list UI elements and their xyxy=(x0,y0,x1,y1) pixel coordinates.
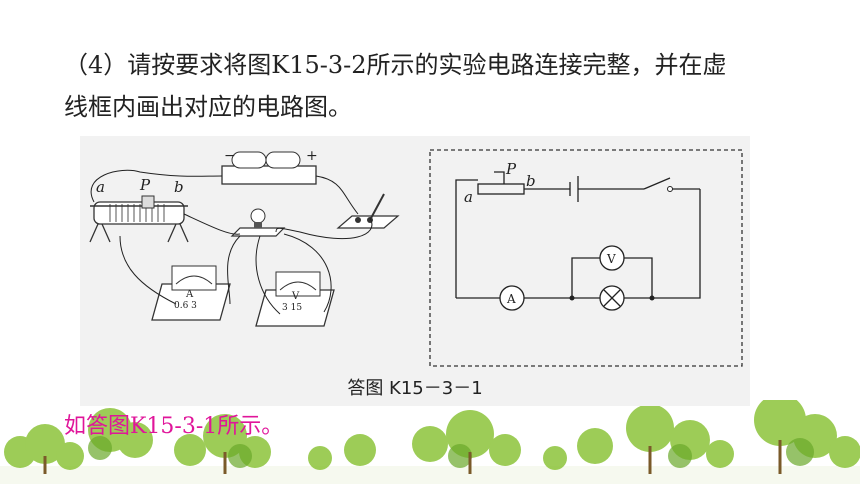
ammeter-device-letter: A xyxy=(185,289,194,300)
figure-panel: a P b − + A 0.6 3 xyxy=(80,136,750,406)
knife-switch xyxy=(336,193,400,229)
schematic-ammeter-letter: A xyxy=(506,292,516,306)
schematic-label-p: P xyxy=(505,160,517,178)
battery xyxy=(221,151,317,185)
schematic-ammeter xyxy=(499,285,525,311)
circuit-figure: a P b − + A 0.6 3 xyxy=(89,148,743,367)
schematic-voltmeter-letter: V xyxy=(606,252,616,266)
schematic-wires xyxy=(455,171,701,299)
ammeter-device xyxy=(151,265,231,321)
schematic-label-b: b xyxy=(526,172,536,190)
label-b: b xyxy=(174,178,184,196)
figure-caption: 答图 K15－3－1 xyxy=(347,378,483,399)
label-p: P xyxy=(139,176,151,194)
ammeter-scale: 0.6 3 xyxy=(174,301,197,311)
schematic-voltmeter xyxy=(599,245,625,271)
schematic-label-a: a xyxy=(464,188,473,206)
label-a: a xyxy=(96,178,105,196)
answer-text: 如答图K15-3-1所示。 xyxy=(64,414,284,439)
bulb xyxy=(230,208,286,237)
apparatus-wires xyxy=(90,169,373,315)
battery-plus: + xyxy=(306,148,318,164)
voltmeter-scale: 3 15 xyxy=(282,303,302,313)
schematic-dashed-box xyxy=(429,149,743,367)
question-line-1: （4）请按要求将图K15-3-2所示的实验电路连接完整，并在虚 xyxy=(64,51,727,79)
voltmeter-device-letter: V xyxy=(291,291,300,302)
question-text: （4）请按要求将图K15-3-2所示的实验电路连接完整，并在虚 线框内画出对应的… xyxy=(64,44,824,128)
battery-minus: − xyxy=(224,148,236,164)
question-line-2: 线框内画出对应的电路图。 xyxy=(64,93,352,121)
rheostat xyxy=(89,195,189,243)
tree-decoration xyxy=(0,400,860,484)
voltmeter-device xyxy=(255,271,335,327)
